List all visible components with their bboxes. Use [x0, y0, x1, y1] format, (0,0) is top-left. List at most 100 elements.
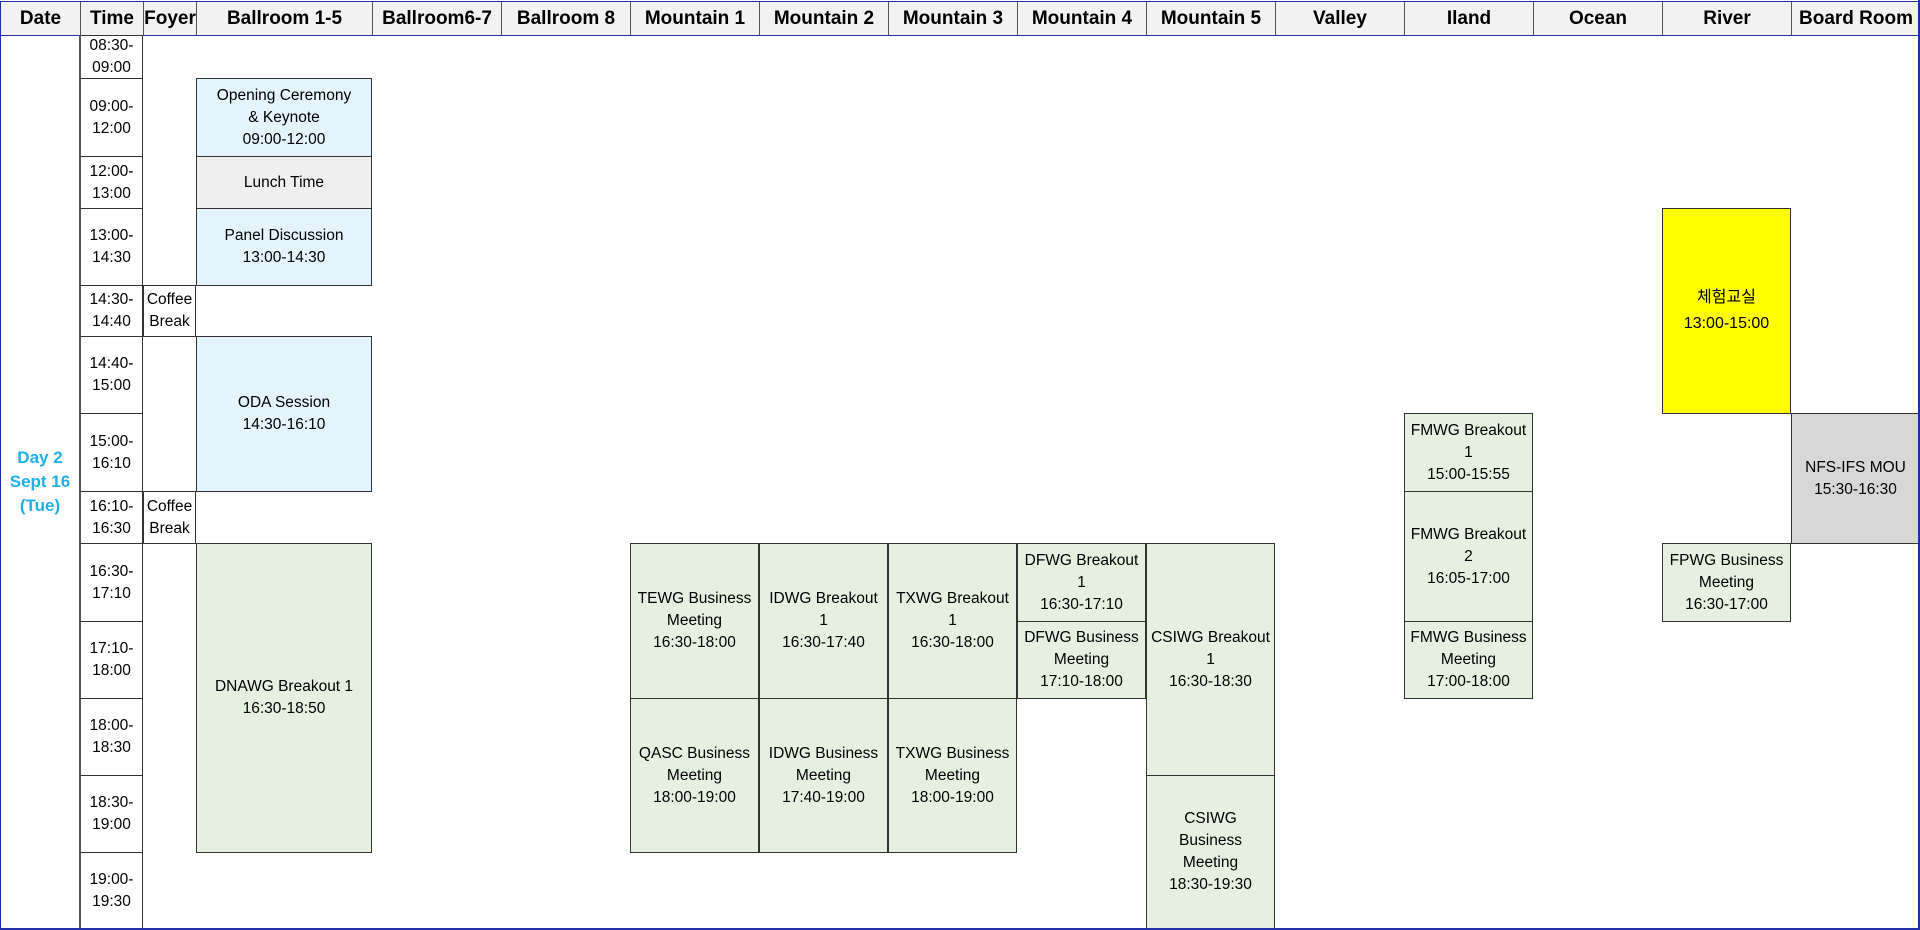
event-label: FPWG Business Meeting 16:30-17:00 [1669, 551, 1784, 613]
time-slot-label: 17:10- 18:00 [89, 640, 134, 679]
column-header-label: Ballroom 8 [516, 7, 616, 29]
event-label: NFS-IFS MOU 15:30-16:30 [1805, 458, 1906, 498]
event-label: DFWG Business Meeting 17:10-18:00 [1024, 629, 1139, 690]
frame-bottom-border [0, 928, 1920, 930]
time-slot: 16:30- 17:10 [80, 543, 143, 622]
event-label: CSIWG Breakout 1 16:30-18:30 [1151, 628, 1270, 690]
event-label: ODA Session 14:30-16:10 [237, 394, 331, 433]
event-lunch-time: Lunch Time [196, 156, 372, 209]
event-oda-session: ODA Session 14:30-16:10 [196, 336, 372, 492]
time-slot-label: 18:00- 18:30 [89, 717, 134, 756]
column-header-label: Mountain 3 [902, 7, 1004, 29]
column-header-foyer: Foyer [143, 1, 196, 36]
time-slot-label: 12:00- 13:00 [89, 162, 134, 202]
column-header-label: Mountain 1 [644, 7, 746, 29]
event-label: DNAWG Breakout 1 16:30-18:50 [214, 678, 354, 717]
column-header-label: Mountain 2 [773, 7, 875, 29]
event-txwg-breakout-1: TXWG Breakout 1 16:30-18:00 [888, 543, 1017, 699]
time-slot: 19:00- 19:30 [80, 852, 143, 929]
time-slot-label: 16:30- 17:10 [89, 562, 134, 602]
event-panel-discussion: Panel Discussion 13:00-14:30 [196, 208, 372, 286]
time-slot: 12:00- 13:00 [80, 156, 143, 209]
time-slot-label: 13:00- 14:30 [89, 227, 134, 266]
event-dnawg-breakout-1: DNAWG Breakout 1 16:30-18:50 [196, 543, 372, 853]
event-label: QASC Business Meeting 18:00-19:00 [638, 744, 751, 806]
event-label: TXWG Business Meeting 18:00-19:00 [895, 744, 1010, 806]
time-slot: 15:00- 16:10 [80, 413, 143, 492]
event-dfwg-breakout-1: DFWG Breakout 1 16:30-17:10 [1017, 543, 1146, 622]
event-label: DFWG Breakout 1 16:30-17:10 [1024, 551, 1139, 613]
time-slot-label: 19:00- 19:30 [89, 870, 134, 910]
column-header-label: Board Room [1799, 7, 1913, 29]
column-header-river: River [1662, 1, 1791, 36]
time-slot: 17:10- 18:00 [80, 621, 143, 699]
column-header-label: Foyer [144, 7, 196, 29]
column-header-label: Ballroom 1-5 [226, 7, 343, 29]
event-label: CSIWG Business Meeting 18:30-19:30 [1169, 810, 1252, 893]
time-slot-label: 14:40- 15:00 [89, 355, 134, 394]
event-label: 체험교실 13:00-15:00 [1683, 289, 1770, 332]
event-qasc-business-meeting: QASC Business Meeting 18:00-19:00 [630, 698, 759, 853]
event-txwg-business-meeting: TXWG Business Meeting 18:00-19:00 [888, 698, 1017, 853]
event-label: Coffee Break [146, 291, 193, 330]
time-slot-label: 14:30- 14:40 [89, 291, 134, 330]
event-label: Coffee Break [146, 497, 193, 537]
event-label: Opening Ceremony & Keynote 09:00-12:00 [216, 86, 352, 148]
column-header-label: Time [89, 7, 134, 29]
event-dfwg-business-meeting: DFWG Business Meeting 17:10-18:00 [1017, 621, 1146, 699]
column-header-time: Time [80, 1, 143, 36]
event-idwg-breakout-1: IDWG Breakout 1 16:30-17:40 [759, 543, 888, 699]
event-label: TXWG Breakout 1 16:30-18:00 [896, 590, 1009, 651]
time-slot: 18:00- 18:30 [80, 698, 143, 776]
column-header-label: Iland [1446, 7, 1492, 29]
event-idwg-business-meeting: IDWG Business Meeting 17:40-19:00 [759, 698, 888, 853]
column-header-valley: Valley [1275, 1, 1404, 36]
event-fmwg-breakout-1: FMWG Breakout 1 15:00-15:55 [1404, 413, 1533, 492]
event-tewg-business-meeting: TEWG Business Meeting 16:30-18:00 [630, 543, 759, 699]
event-nfs-ifs-mou: NFS-IFS MOU 15:30-16:30 [1791, 413, 1920, 544]
event-csiwg-business-meeting: CSIWG Business Meeting 18:30-19:30 [1146, 775, 1275, 929]
time-slot: 14:30- 14:40 [80, 285, 143, 337]
column-header-label: Ballroom6-7 [382, 7, 492, 29]
column-header-mountain-1: Mountain 1 [630, 1, 759, 36]
date-label: Day 2 Sept 16 (Tue) [9, 447, 71, 515]
column-header-label: River [1703, 7, 1751, 29]
event-csiwg-breakout-1: CSIWG Breakout 1 16:30-18:30 [1146, 543, 1275, 776]
column-header-label: Date [19, 7, 62, 29]
time-slot-label: 09:00- 12:00 [89, 97, 134, 137]
event-fmwg-business-meeting: FMWG Business Meeting 17:00-18:00 [1404, 621, 1533, 699]
date-cell: Day 2 Sept 16 (Tue) [0, 35, 80, 929]
time-slot-label: 16:10- 16:30 [89, 497, 134, 537]
column-header-mountain-4: Mountain 4 [1017, 1, 1146, 36]
time-slot: 09:00- 12:00 [80, 78, 143, 157]
column-header-label: Mountain 5 [1160, 7, 1262, 29]
time-slot: 08:30- 09:00 [80, 35, 143, 79]
time-slot-label: 18:30- 19:00 [89, 794, 134, 833]
time-slot: 14:40- 15:00 [80, 336, 143, 414]
event-coffee-break-1: Coffee Break [143, 285, 196, 337]
event-label: Lunch Time [243, 173, 325, 191]
time-slot: 18:30- 19:00 [80, 775, 143, 853]
event-label: IDWG Breakout 1 16:30-17:40 [769, 590, 878, 651]
time-slot-label: 15:00- 16:10 [89, 432, 134, 472]
column-header-ballroom-1-5: Ballroom 1-5 [196, 1, 372, 36]
frame-right-border [1918, 0, 1920, 930]
column-header-label: Ocean [1568, 7, 1628, 29]
event-label: FMWG Breakout 1 15:00-15:55 [1410, 421, 1527, 483]
event-label: FMWG Breakout 2 16:05-17:00 [1410, 525, 1527, 587]
column-header-ballroom6-7: Ballroom6-7 [372, 1, 501, 36]
column-header-mountain-3: Mountain 3 [888, 1, 1017, 36]
column-header-date: Date [0, 1, 80, 36]
column-header-mountain-2: Mountain 2 [759, 1, 888, 36]
column-header-ballroom-8: Ballroom 8 [501, 1, 630, 36]
event-opening-ceremony: Opening Ceremony & Keynote 09:00-12:00 [196, 78, 372, 157]
column-header-board-room: Board Room [1791, 1, 1920, 36]
event-coffee-break-2: Coffee Break [143, 491, 196, 544]
time-slot: 16:10- 16:30 [80, 491, 143, 544]
time-slot-label: 08:30- 09:00 [89, 37, 134, 76]
event-fpwg-business-meeting: FPWG Business Meeting 16:30-17:00 [1662, 543, 1791, 622]
event-label: FMWG Business Meeting 17:00-18:00 [1410, 629, 1527, 690]
column-header-label: Mountain 4 [1031, 7, 1133, 29]
event-label: TEWG Business Meeting 16:30-18:00 [637, 590, 752, 651]
